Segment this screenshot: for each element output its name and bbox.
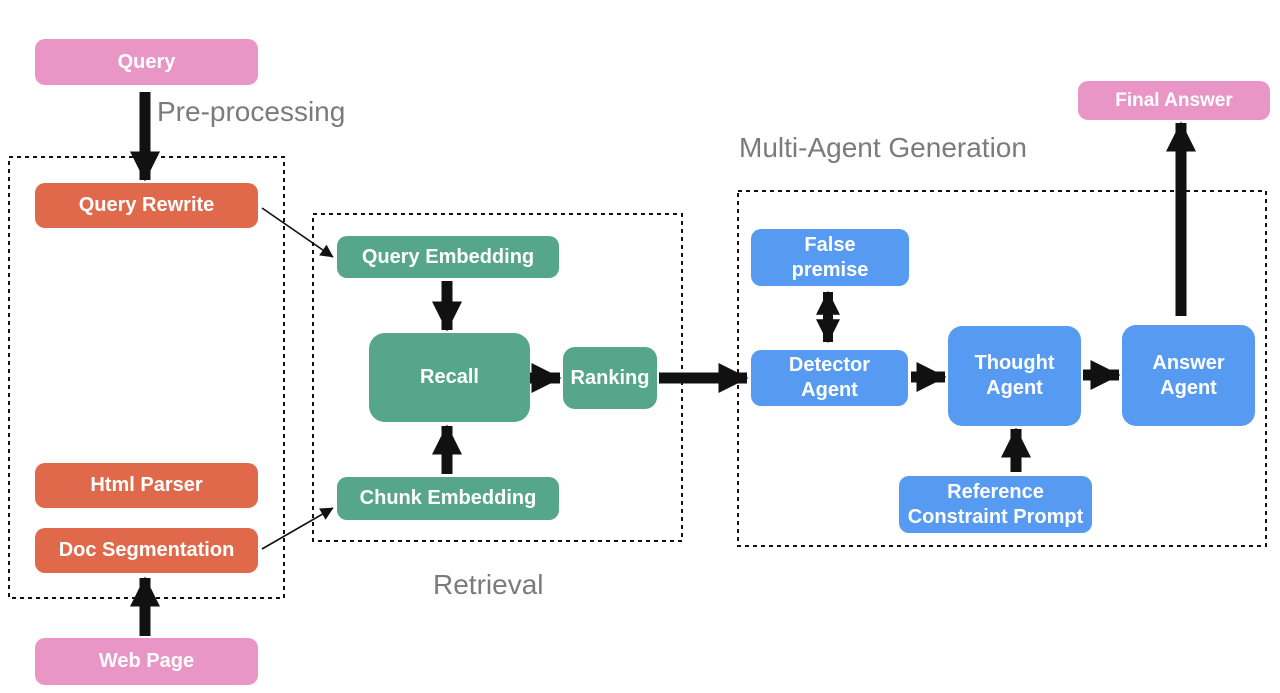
node-final-answer: Final Answer [1078,81,1270,120]
node-query-embedding: Query Embedding [337,236,559,278]
node-answer-agent: Answer Agent [1122,325,1255,426]
node-query-rewrite: Query Rewrite [35,183,258,228]
node-html-parser: Html Parser [35,463,258,508]
node-detector-agent: Detector Agent [751,350,908,406]
node-query: Query [35,39,258,85]
node-false-premise: False premise [751,229,909,286]
node-chunk-embedding: Chunk Embedding [337,477,559,520]
preprocessing-label: Pre-processing [157,96,346,127]
node-web-page: Web Page [35,638,258,685]
retrieval-dashed-box [312,213,683,542]
multi-agent-generation-label: Multi-Agent Generation [739,132,1027,163]
node-recall: Recall [369,333,530,422]
arrow-doc-segmentation-to-chunk-embedding [261,507,334,550]
multi-agent-dashed-box [737,190,1267,547]
retrieval-label: Retrieval [433,569,544,600]
node-ranking: Ranking [563,347,657,409]
node-reference-constraint-prompt: Reference Constraint Prompt [899,476,1092,533]
node-doc-segmentation: Doc Segmentation [35,528,258,573]
arrow-query-rewrite-to-query-embedding [261,207,334,258]
node-thought-agent: Thought Agent [948,326,1081,426]
